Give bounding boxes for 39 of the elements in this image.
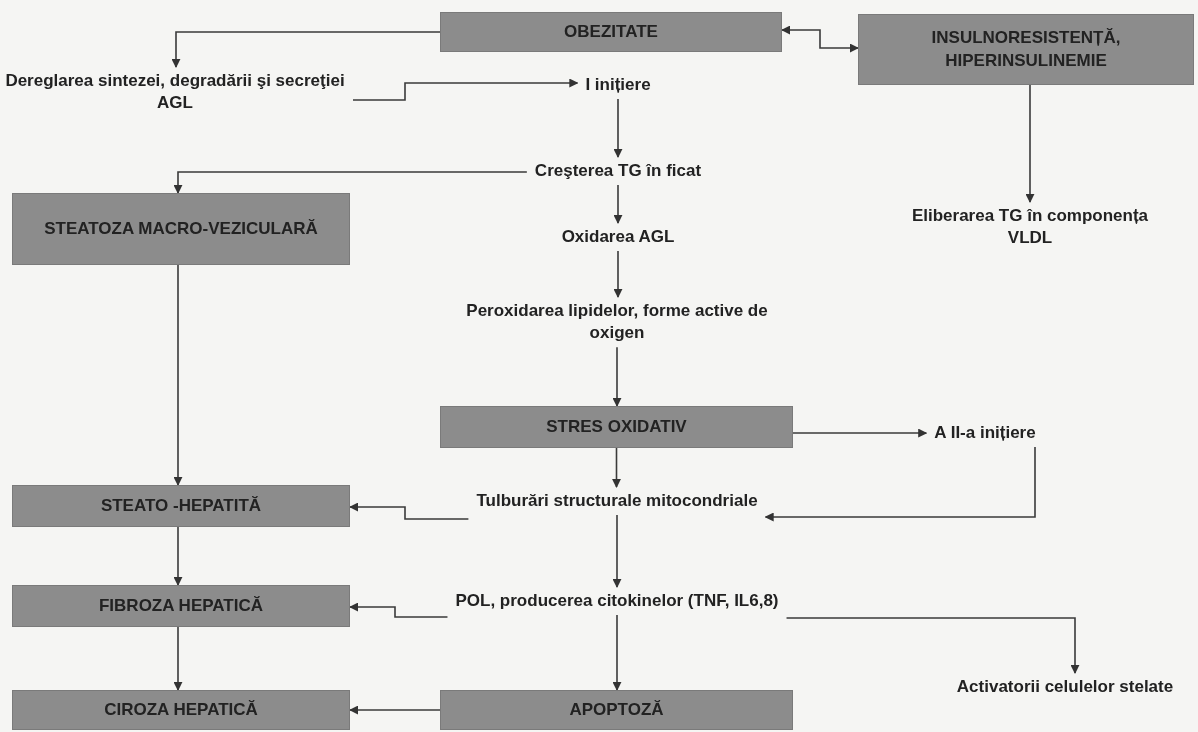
step-text: Activatorii celulelor stelate: [956, 676, 1174, 699]
arrow: [349, 502, 470, 520]
arrow: [173, 526, 183, 586]
arrow: [349, 602, 449, 618]
step-text: I inițiere: [585, 74, 651, 97]
arrow: [352, 78, 579, 101]
process-box: CIROZA HEPATICĂ: [12, 690, 350, 730]
step-text: Dereglarea sintezei, degradării şi secreţiei AGL: [5, 70, 345, 115]
step-text: POL, producerea citokinelor (TNF, IL6,8): [455, 590, 779, 613]
arrow: [612, 447, 621, 488]
arrow: [612, 514, 622, 588]
process-box: APOPTOZĂ: [440, 690, 793, 730]
process-box: STEATO -HEPATITĂ: [12, 485, 350, 527]
arrow: [764, 446, 1036, 522]
arrow: [349, 705, 441, 715]
step-text: A II-a inițiere: [934, 422, 1036, 445]
process-box: STEATOZA MACRO-VEZICULARĂ: [12, 193, 350, 265]
process-box: FIBROZA HEPATICĂ: [12, 585, 350, 627]
arrow: [781, 25, 859, 53]
step-text: Eliberarea TG în componența VLDL: [900, 205, 1160, 250]
step-text: Peroxidarea lipidelor, forme active de oxigen: [437, 300, 797, 345]
process-box: OBEZITATE: [440, 12, 782, 52]
arrow: [173, 264, 183, 486]
arrow: [1025, 84, 1035, 203]
arrow: [613, 250, 623, 298]
step-text: Tulburări structurale mitocondriale: [476, 490, 758, 513]
arrow: [173, 626, 183, 691]
process-box: STRES OXIDATIV: [440, 406, 793, 448]
process-box: INSULNORESISTENȚĂ, HIPERINSULINEMIE: [858, 14, 1194, 85]
arrow: [171, 31, 441, 68]
arrow: [792, 428, 928, 438]
arrow: [785, 617, 1080, 674]
arrow: [173, 171, 528, 194]
step-text: Oxidarea AGL: [561, 226, 675, 249]
arrow: [613, 98, 623, 158]
arrow: [612, 346, 622, 407]
arrow: [613, 184, 623, 224]
arrow: [612, 614, 622, 691]
step-text: Creşterea TG în ficat: [534, 160, 702, 183]
